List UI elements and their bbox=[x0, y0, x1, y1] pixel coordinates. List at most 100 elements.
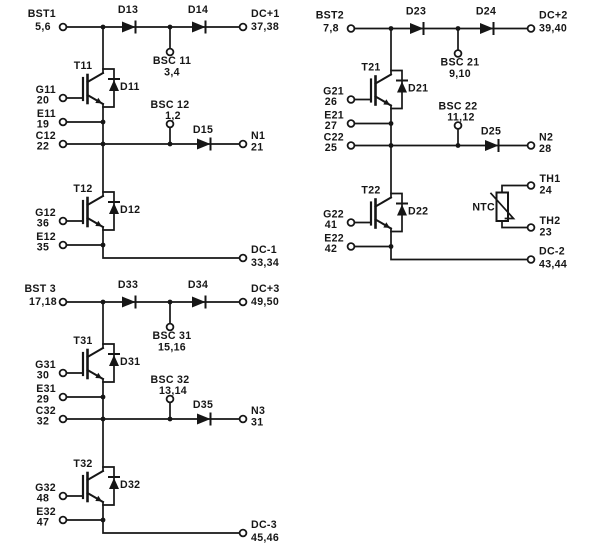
bsc-top-pins: 9,10 bbox=[449, 68, 471, 80]
emitter-top-label: E31 bbox=[36, 383, 56, 395]
neutral-label: N2 bbox=[539, 132, 553, 144]
collector-bottom-label: C22 bbox=[324, 132, 344, 144]
collector-bottom-pins: 25 bbox=[325, 142, 337, 154]
dc-plus-label: DC+3 bbox=[251, 283, 280, 295]
labels-section-3: BST 3 17,18 DC+3 49,50 D33 D34 BSC 31 15… bbox=[24, 279, 279, 544]
diode-top-label: D21 bbox=[408, 83, 428, 95]
emitter-bottom-label: E32 bbox=[36, 506, 56, 518]
dc-minus-label: DC-3 bbox=[251, 519, 277, 531]
neutral-pins: 21 bbox=[251, 142, 263, 154]
emitter-bottom-pins: 35 bbox=[37, 242, 49, 254]
ntc-circuit bbox=[489, 181, 536, 232]
bsc-top-pins: 15,16 bbox=[158, 342, 186, 354]
emitter-bottom-pins: 42 bbox=[325, 243, 337, 255]
bsc-bottom-label: BSC 12 bbox=[151, 99, 190, 111]
gate-bottom-pins: 48 bbox=[37, 493, 49, 505]
diode-top-label: D11 bbox=[120, 81, 140, 93]
labels-ntc: NTC TH1 24 TH2 23 bbox=[472, 173, 560, 239]
rail-diode-2-label: D24 bbox=[476, 6, 496, 18]
dc-plus-label: DC+2 bbox=[539, 10, 568, 22]
bsc-bottom-label: BSC 32 bbox=[151, 374, 190, 386]
neutral-label: N3 bbox=[251, 405, 265, 417]
th1-pins: 24 bbox=[540, 185, 552, 197]
bsc-bottom-label: BSC 22 bbox=[439, 101, 478, 113]
dc-plus-label: DC+1 bbox=[251, 8, 280, 20]
gate-bottom-pins: 41 bbox=[325, 219, 337, 231]
bsc-top-label: BSC 31 bbox=[153, 330, 192, 342]
bst-pins: 17,18 bbox=[29, 296, 57, 308]
collector-bottom-pins: 22 bbox=[37, 141, 49, 153]
diode-top-label: D31 bbox=[120, 356, 140, 368]
dc-minus-label: DC-2 bbox=[539, 246, 565, 258]
emitter-bottom-label: E12 bbox=[36, 231, 56, 243]
collector-bottom-label: C32 bbox=[36, 405, 56, 417]
bsc-bottom-pins: 11,12 bbox=[447, 112, 474, 124]
neutral-diode-label: D15 bbox=[193, 124, 213, 136]
bsc-top-pins: 3,4 bbox=[164, 67, 180, 79]
bsc-top-label: BSC 21 bbox=[441, 57, 480, 69]
emitter-top-label: E11 bbox=[37, 108, 56, 120]
th2-pins: 23 bbox=[540, 227, 552, 239]
rail-diode-2-label: D14 bbox=[188, 4, 208, 16]
igbt-top-label: T21 bbox=[361, 62, 380, 74]
emitter-bottom-label: E22 bbox=[324, 233, 344, 245]
bsc-top-label: BSC 11 bbox=[153, 55, 191, 67]
diode-bottom-label: D22 bbox=[408, 206, 428, 218]
gate-bottom-label: G12 bbox=[35, 207, 56, 219]
labels-section-2: BST2 7,8 DC+2 39,40 D23 D24 BSC 21 9,10 … bbox=[316, 6, 568, 271]
bsc-bottom-pins: 13,14 bbox=[159, 385, 187, 397]
igbt-bottom-label: T12 bbox=[73, 183, 92, 195]
bst-pins: 5,6 bbox=[35, 21, 51, 33]
gate-top-label: G21 bbox=[323, 86, 344, 98]
dc-minus-label: DC-1 bbox=[251, 244, 277, 256]
gate-bottom-pins: 36 bbox=[37, 218, 49, 230]
gate-bottom-label: G32 bbox=[35, 482, 56, 494]
emitter-top-pins: 29 bbox=[37, 394, 49, 406]
dc-minus-pins: 43,44 bbox=[539, 259, 567, 271]
rail-diode-2-label: D34 bbox=[188, 279, 208, 291]
igbt-bottom-label: T22 bbox=[361, 185, 380, 197]
bst-label: BST1 bbox=[28, 8, 56, 20]
diode-bottom-label: D12 bbox=[120, 204, 140, 216]
gate-top-label: G31 bbox=[35, 359, 56, 371]
neutral-pins: 28 bbox=[539, 143, 551, 155]
th2-terminal bbox=[526, 223, 536, 232]
th2-label: TH2 bbox=[540, 215, 561, 227]
bst-label: BST2 bbox=[316, 10, 344, 22]
igbt-bottom-label: T32 bbox=[73, 458, 92, 470]
emitter-top-pins: 19 bbox=[37, 119, 49, 131]
emitter-top-label: E21 bbox=[324, 110, 344, 122]
neutral-diode-label: D35 bbox=[193, 399, 213, 411]
dc-minus-pins: 33,34 bbox=[251, 257, 279, 269]
rail-diode-1-label: D23 bbox=[406, 6, 426, 18]
neutral-pins: 31 bbox=[251, 417, 263, 429]
gate-top-pins: 20 bbox=[37, 95, 49, 107]
rail-diode-1-label: D33 bbox=[118, 279, 138, 291]
bst-label: BST 3 bbox=[24, 283, 56, 295]
igbt-top-label: T11 bbox=[74, 60, 93, 72]
th1-terminal bbox=[526, 181, 536, 190]
ntc-label: NTC bbox=[472, 202, 495, 214]
dc-minus-pins: 45,46 bbox=[251, 532, 279, 544]
gate-bottom-label: G22 bbox=[323, 209, 344, 221]
gate-top-pins: 26 bbox=[325, 96, 337, 108]
rail-diode-1-label: D13 bbox=[118, 4, 138, 16]
bst-pins: 7,8 bbox=[323, 23, 339, 35]
collector-bottom-label: C12 bbox=[36, 130, 56, 142]
emitter-bottom-pins: 47 bbox=[37, 517, 49, 529]
neutral-label: N1 bbox=[251, 130, 265, 142]
neutral-diode-label: D25 bbox=[481, 126, 501, 138]
emitter-top-pins: 27 bbox=[325, 120, 337, 132]
igbt-top-label: T31 bbox=[73, 335, 92, 347]
dc-plus-pins: 39,40 bbox=[539, 23, 567, 35]
gate-top-pins: 30 bbox=[37, 370, 49, 382]
dc-plus-pins: 37,38 bbox=[251, 21, 279, 33]
collector-bottom-pins: 32 bbox=[37, 416, 49, 428]
gate-top-label: G11 bbox=[36, 84, 56, 96]
bsc-bottom-pins: 1,2 bbox=[165, 110, 181, 122]
th1-label: TH1 bbox=[540, 173, 561, 185]
dc-plus-pins: 49,50 bbox=[251, 296, 279, 308]
labels-section-1: BST1 5,6 DC+1 37,38 D13 D14 BSC 11 3,4 T… bbox=[28, 4, 280, 269]
